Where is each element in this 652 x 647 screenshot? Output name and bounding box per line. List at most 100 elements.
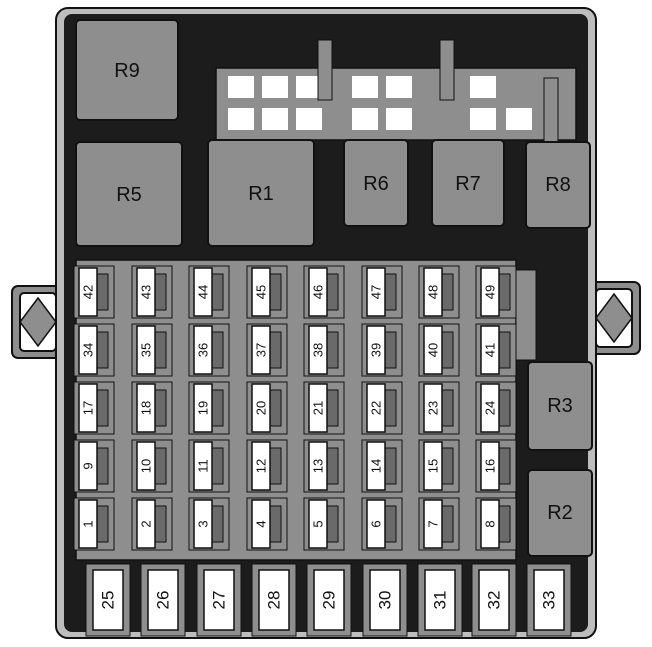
mini-fuse-label: 44 xyxy=(196,285,211,299)
mini-fuse-label: 7 xyxy=(426,520,441,527)
mini-fuse: 40 xyxy=(418,323,460,377)
relay-label-r9: R9 xyxy=(114,60,140,82)
mini-fuse-label: 24 xyxy=(483,401,498,415)
mini-fuse: 46 xyxy=(303,265,345,319)
mini-fuse: 12 xyxy=(246,439,288,493)
mini-fuse-label: 19 xyxy=(196,401,211,415)
mini-fuse-label: 9 xyxy=(81,462,96,469)
mini-fuse-label: 8 xyxy=(483,520,498,527)
relay-r7: R7 xyxy=(431,139,505,227)
large-fuse: 31 xyxy=(417,563,463,637)
mini-fuse-label: 12 xyxy=(254,459,269,473)
mini-fuse: 47 xyxy=(361,265,403,319)
large-fuse-label: 26 xyxy=(154,591,173,610)
mini-fuse: 14 xyxy=(361,439,403,493)
mini-fuse: 23 xyxy=(418,381,460,435)
large-fuse: 30 xyxy=(362,563,408,637)
mini-fuse: 38 xyxy=(303,323,345,377)
mini-fuse: 22 xyxy=(361,381,403,435)
large-fuse-label: 33 xyxy=(540,591,559,610)
large-fuse: 26 xyxy=(140,563,186,637)
mini-fuse: 21 xyxy=(303,381,345,435)
mini-fuse-label: 2 xyxy=(139,520,154,527)
mini-fuse-label: 49 xyxy=(483,285,498,299)
relay-r1: R1 xyxy=(207,139,315,247)
mini-fuse: 49 xyxy=(475,265,517,319)
mini-fuse: 34 xyxy=(73,323,115,377)
mini-fuse-label: 36 xyxy=(196,343,211,357)
mini-fuse-label: 38 xyxy=(311,343,326,357)
mini-fuse-label: 16 xyxy=(483,459,498,473)
mini-fuse-label: 40 xyxy=(426,343,441,357)
large-fuse: 25 xyxy=(85,563,131,637)
large-fuse: 27 xyxy=(196,563,242,637)
mini-fuse-label: 1 xyxy=(81,520,96,527)
large-fuse-label: 30 xyxy=(376,591,395,610)
mini-fuse-label: 46 xyxy=(311,285,326,299)
mini-fuse-label: 13 xyxy=(311,459,326,473)
mini-fuse-label: 14 xyxy=(369,459,384,473)
large-fuse: 32 xyxy=(471,563,517,637)
mini-fuse: 10 xyxy=(131,439,173,493)
mini-fuse: 37 xyxy=(246,323,288,377)
large-fuse: 29 xyxy=(306,563,352,637)
relay-r8: R8 xyxy=(525,141,591,229)
mini-fuse: 13 xyxy=(303,439,345,493)
relay-label-r3: R3 xyxy=(547,395,573,417)
mini-fuse-label: 47 xyxy=(369,285,384,299)
large-fuse: 33 xyxy=(526,563,572,637)
large-fuse-row: 25 26 27 28 29 30 31 32 33 xyxy=(85,563,572,637)
relay-label-r1: R1 xyxy=(248,183,274,205)
mini-fuse: 24 xyxy=(475,381,517,435)
relay-r2: R2 xyxy=(527,469,593,557)
mini-fuse-label: 5 xyxy=(311,520,326,527)
mini-fuse-label: 37 xyxy=(254,343,269,357)
mini-fuse-label: 45 xyxy=(254,285,269,299)
mini-fuse: 8 xyxy=(475,497,517,551)
large-fuse-label: 28 xyxy=(265,591,284,610)
mini-fuse: 11 xyxy=(188,439,230,493)
relay-label-r2: R2 xyxy=(547,502,573,524)
mini-fuse: 19 xyxy=(188,381,230,435)
relay-label-r6: R6 xyxy=(363,173,389,195)
mini-fuse-label: 6 xyxy=(369,520,384,527)
large-fuse-label: 31 xyxy=(431,591,450,610)
mini-fuse: 42 xyxy=(73,265,115,319)
large-fuse-label: 29 xyxy=(320,591,339,610)
mini-fuse: 36 xyxy=(188,323,230,377)
mini-fuse: 2 xyxy=(131,497,173,551)
mini-fuse-label: 10 xyxy=(139,459,154,473)
large-fuse-label: 32 xyxy=(485,591,504,610)
mini-fuse: 7 xyxy=(418,497,460,551)
mini-fuse-label: 22 xyxy=(369,401,384,415)
relay-label-r7: R7 xyxy=(455,173,481,195)
relay-r6: R6 xyxy=(343,139,409,227)
mini-fuse: 4 xyxy=(246,497,288,551)
mini-fuse: 41 xyxy=(475,323,517,377)
mini-fuse: 17 xyxy=(73,381,115,435)
mini-fuse-label: 35 xyxy=(139,343,154,357)
mini-fuse: 39 xyxy=(361,323,403,377)
mini-fuse: 44 xyxy=(188,265,230,319)
mini-fuse: 43 xyxy=(131,265,173,319)
mini-fuse-label: 4 xyxy=(254,520,269,527)
large-fuse-label: 25 xyxy=(99,591,118,610)
mini-fuse-label: 17 xyxy=(81,401,96,415)
mini-fuse-label: 48 xyxy=(426,285,441,299)
mini-fuse: 3 xyxy=(188,497,230,551)
mini-fuse: 9 xyxy=(73,439,115,493)
mini-fuse-label: 39 xyxy=(369,343,384,357)
relay-r5: R5 xyxy=(75,141,183,247)
mini-fuse: 6 xyxy=(361,497,403,551)
mini-fuse: 1 xyxy=(73,497,115,551)
relay-r9: R9 xyxy=(75,19,179,121)
mini-fuse: 18 xyxy=(131,381,173,435)
mini-fuse: 20 xyxy=(246,381,288,435)
mini-fuse-label: 3 xyxy=(196,520,211,527)
mini-fuse: 16 xyxy=(475,439,517,493)
relay-label-r5: R5 xyxy=(116,184,142,206)
mini-fuse-label: 42 xyxy=(81,285,96,299)
mini-fuse-label: 18 xyxy=(139,401,154,415)
